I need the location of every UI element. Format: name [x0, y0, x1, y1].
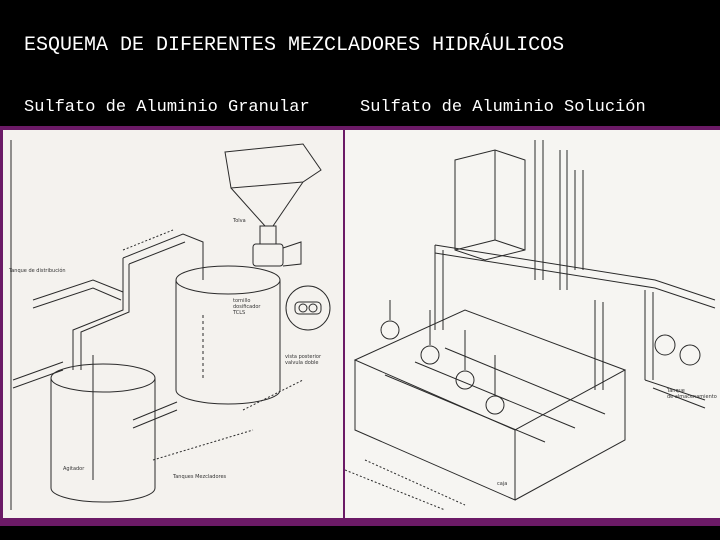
subtitle-granular: Sulfato de Aluminio Granular — [24, 98, 310, 117]
label-box: caja — [497, 481, 507, 487]
tank-front-sides — [50, 378, 156, 488]
pipe-left — [72, 258, 124, 370]
label-agitator: Agitador — [63, 466, 85, 472]
tank-big-top — [175, 265, 281, 295]
label-mixing-tanks: Tanques Mezcladores — [172, 474, 227, 480]
main-pipe — [434, 244, 716, 301]
valve-right-1 — [654, 334, 676, 356]
label-distribution-tank: Tanque de distribución — [8, 267, 66, 274]
valve-2 — [420, 345, 440, 365]
tank-big-bottom — [175, 389, 281, 405]
distribution-pipe — [32, 279, 124, 301]
subtitle-solution: Sulfato de Aluminio Solución — [360, 98, 646, 117]
control-box — [454, 149, 526, 261]
tank-front-top — [50, 363, 156, 393]
pipe-top — [122, 233, 204, 280]
valve-3 — [455, 370, 475, 390]
valve-4 — [485, 395, 505, 415]
valve-right-2 — [679, 344, 701, 366]
vertical-tubes — [534, 140, 568, 290]
tank-big-sides — [175, 280, 281, 390]
label-tolva: Tolva — [232, 218, 246, 224]
detail-view — [285, 285, 331, 331]
motor — [282, 241, 302, 267]
pipe-low — [12, 361, 64, 381]
valve-1 — [380, 320, 400, 340]
hopper-top — [224, 143, 322, 189]
slide-title: ESQUEMA DE DIFERENTES MEZCLADORES HIDRÁU… — [24, 34, 565, 57]
hopper-neck — [259, 225, 277, 245]
screw-feeder — [252, 243, 284, 267]
tank-front-bottom — [50, 487, 156, 503]
